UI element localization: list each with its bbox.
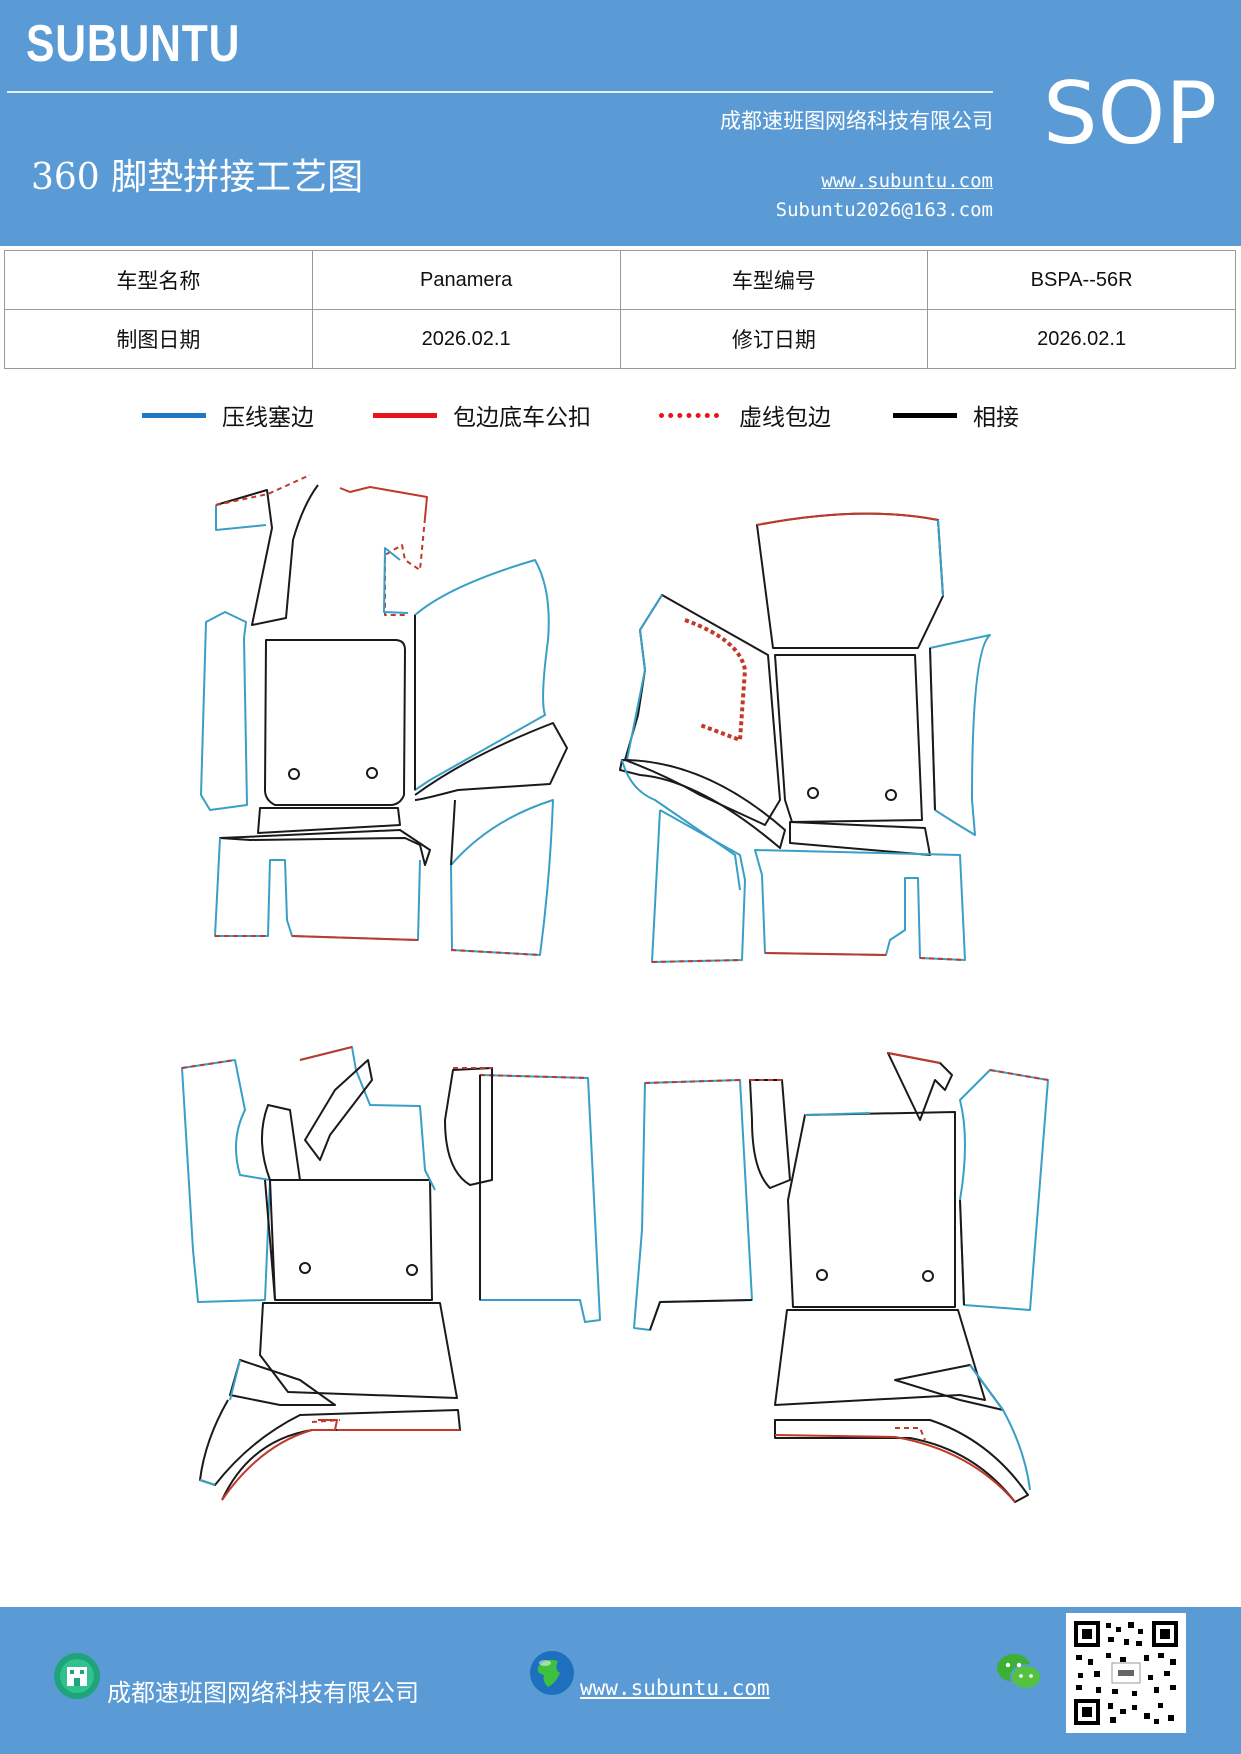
legend-swatch [373,412,437,418]
header-company-name: 成都速班图网络科技有限公司 [720,109,993,133]
footer-band: 成都速班图网络科技有限公司 www.subuntu.com [0,1607,1241,1754]
footer-company-name: 成都速班图网络科技有限公司 [107,1679,419,1707]
label-revision-date: 修订日期 [619,309,929,369]
legend-label: 包边底车公扣 [453,405,591,431]
page-title: 360 脚垫拼接工艺图 [31,157,364,198]
label-model-code: 车型编号 [619,250,929,310]
qr-code [1066,1613,1186,1733]
building-icon [54,1653,100,1699]
value-model-code: BSPA--56R [927,250,1236,310]
label-model-name: 车型名称 [4,250,313,310]
label-draw-date: 制图日期 [4,309,313,369]
legend-label: 虚线包边 [739,405,831,431]
header-website-link[interactable]: www.subuntu.com [821,170,993,192]
table-row: 车型名称 Panamera 车型编号 BSPA--56R [4,250,1236,310]
legend-label: 压线塞边 [222,405,314,431]
legend-swatch [142,412,206,418]
wechat-icon[interactable] [995,1651,1043,1693]
value-model-name: Panamera [311,250,621,310]
mat-rear-left [181,1046,601,1501]
legend: 压线塞边 包边底车公扣 虚线包边 相接 [0,398,1241,442]
header-band: SUBUNTU 成都速班图网络科技有限公司 360 脚垫拼接工艺图 www.su… [0,0,1241,246]
value-revision-date: 2026.02.1 [927,309,1236,369]
legend-item-dotted-edge: 虚线包边 [659,398,831,432]
legend-swatch [659,412,719,418]
brand-logo: SUBUNTU [26,15,241,73]
table-row: 制图日期 2026.02.1 修订日期 2026.02.1 [4,309,1236,369]
mat-front-right [619,512,991,963]
mat-front-left [200,474,568,956]
legend-item-join: 相接 [893,398,1019,432]
footer-website-link[interactable]: www.subuntu.com [580,1676,770,1700]
header-email: Subuntu2026@163.com [775,199,993,221]
legend-label: 相接 [973,405,1019,431]
legend-swatch [893,412,957,418]
sop-badge: SOP [1043,64,1218,164]
header-divider [7,91,993,93]
legend-item-press-line: 压线塞边 [142,398,314,432]
value-draw-date: 2026.02.1 [311,309,621,369]
legend-item-wrap-edge: 包边底车公扣 [373,398,591,432]
mat-rear-right [633,1052,1049,1503]
vehicle-info-table: 车型名称 Panamera 车型编号 BSPA--56R 制图日期 2026.0… [4,250,1236,369]
globe-icon [530,1651,574,1695]
